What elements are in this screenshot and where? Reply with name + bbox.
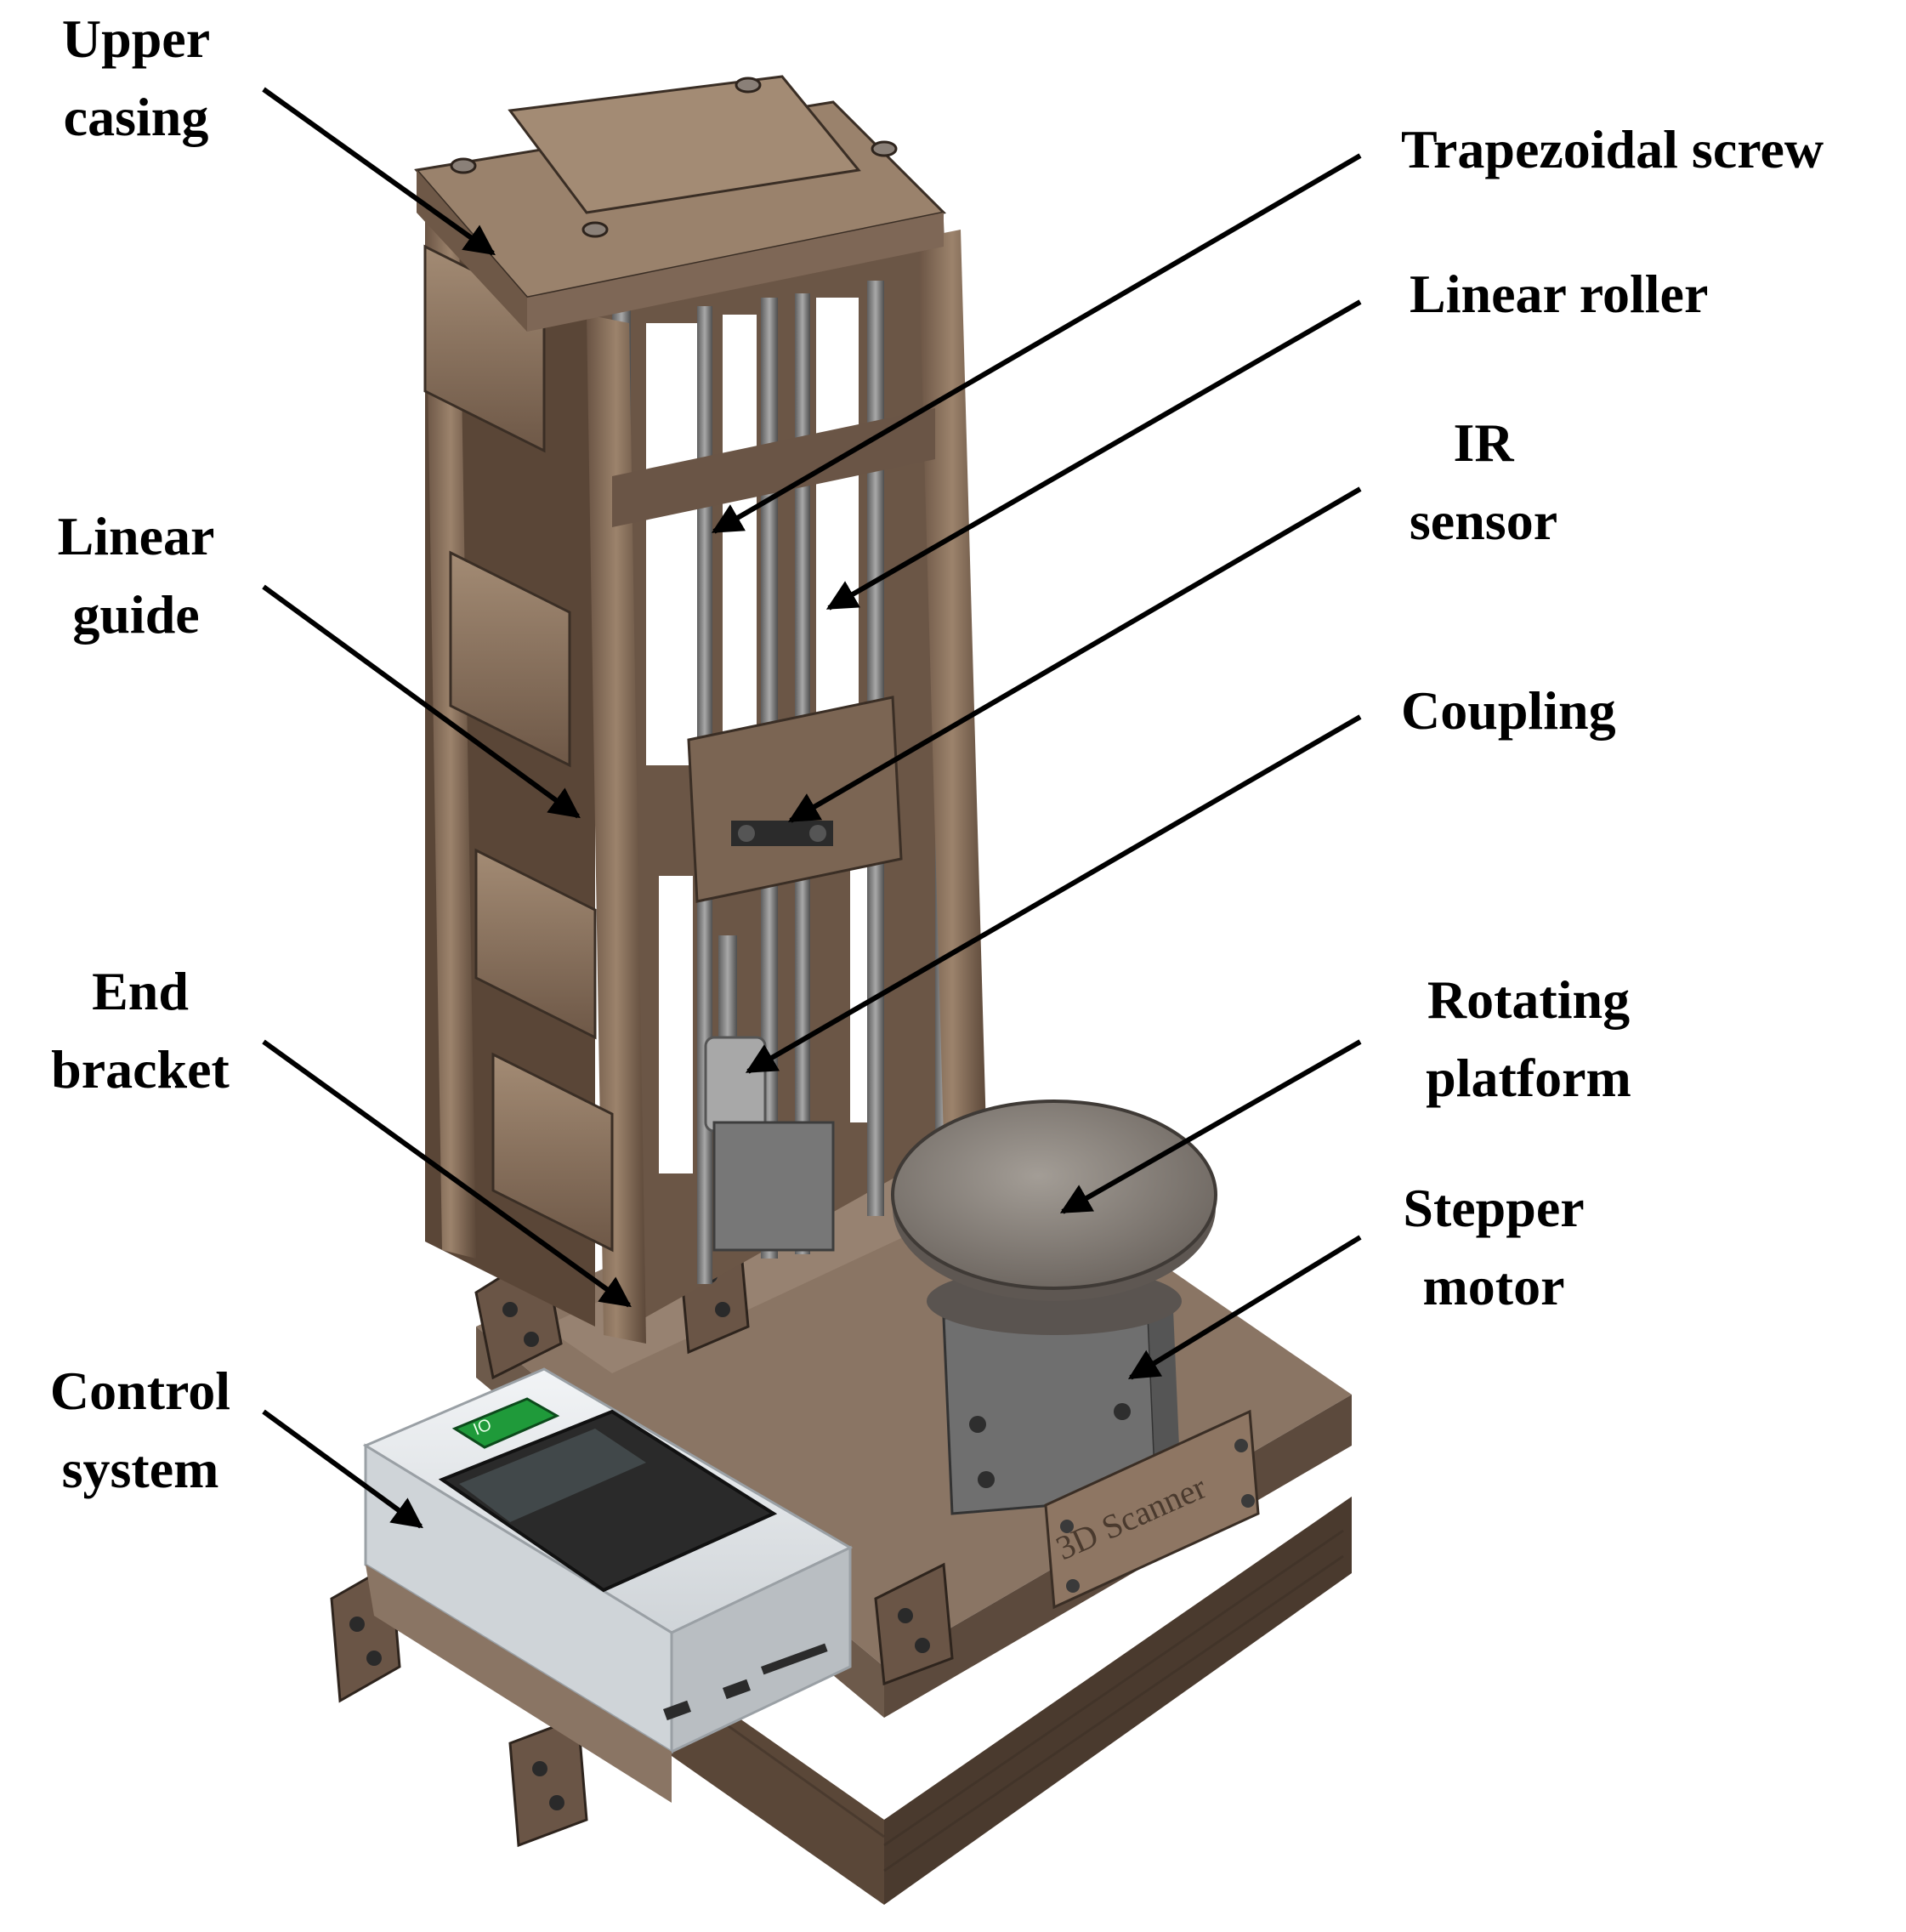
label-ir-sensor: IR sensor — [1394, 404, 1573, 560]
arrow-linear-roller — [825, 299, 1362, 611]
label-linear-guide: Linear guide — [34, 497, 238, 654]
label-line: Rotating — [1427, 969, 1631, 1030]
label-line: Linear roller — [1410, 264, 1709, 324]
label-rotating-platform: Rotating platform — [1410, 961, 1648, 1117]
label-line: guide — [72, 584, 200, 645]
tower — [414, 75, 986, 1344]
arrow-end-bracket — [262, 1039, 632, 1308]
control-screen — [438, 1409, 778, 1593]
arrow-stepper-motor — [1127, 1235, 1362, 1380]
arrow-rotating-platform — [1059, 1039, 1362, 1214]
label-line: bracket — [51, 1039, 230, 1100]
leader-arrows — [262, 87, 1362, 1529]
label-line: Upper — [61, 9, 211, 69]
label-line: Coupling — [1401, 680, 1616, 741]
arrow-linear-guide — [262, 584, 581, 819]
arrow-coupling — [745, 714, 1362, 1074]
label-line: motor — [1422, 1256, 1565, 1316]
arrow-ir-sensor — [787, 486, 1362, 823]
label-stepper-motor: Stepper motor — [1396, 1169, 1591, 1326]
label-line: Linear — [57, 506, 215, 566]
label-line: Trapezoidal screw — [1401, 119, 1824, 179]
label-trapezoidal-screw: Trapezoidal screw — [1401, 111, 1824, 189]
label-end-bracket: End bracket — [17, 952, 264, 1109]
arrow-upper-casing — [262, 87, 496, 256]
label-coupling: Coupling — [1401, 672, 1616, 750]
label-line: sensor — [1409, 491, 1558, 551]
label-control-system: Control system — [17, 1352, 264, 1509]
arrow-trapezoidal-screw — [711, 153, 1362, 534]
label-line: system — [61, 1439, 219, 1499]
power-switch: IO — [451, 1397, 560, 1449]
label-linear-roller: Linear roller — [1410, 255, 1708, 333]
label-upper-casing: Upper casing — [34, 0, 238, 156]
label-line: IR — [1453, 412, 1514, 473]
label-line: platform — [1426, 1048, 1631, 1108]
label-line: Control — [49, 1361, 231, 1421]
label-line: End — [92, 961, 189, 1021]
arrow-control-system — [262, 1409, 423, 1529]
label-line: Stepper — [1403, 1178, 1585, 1238]
control-system-housing: IO — [362, 1367, 854, 1803]
label-line: casing — [63, 87, 209, 147]
